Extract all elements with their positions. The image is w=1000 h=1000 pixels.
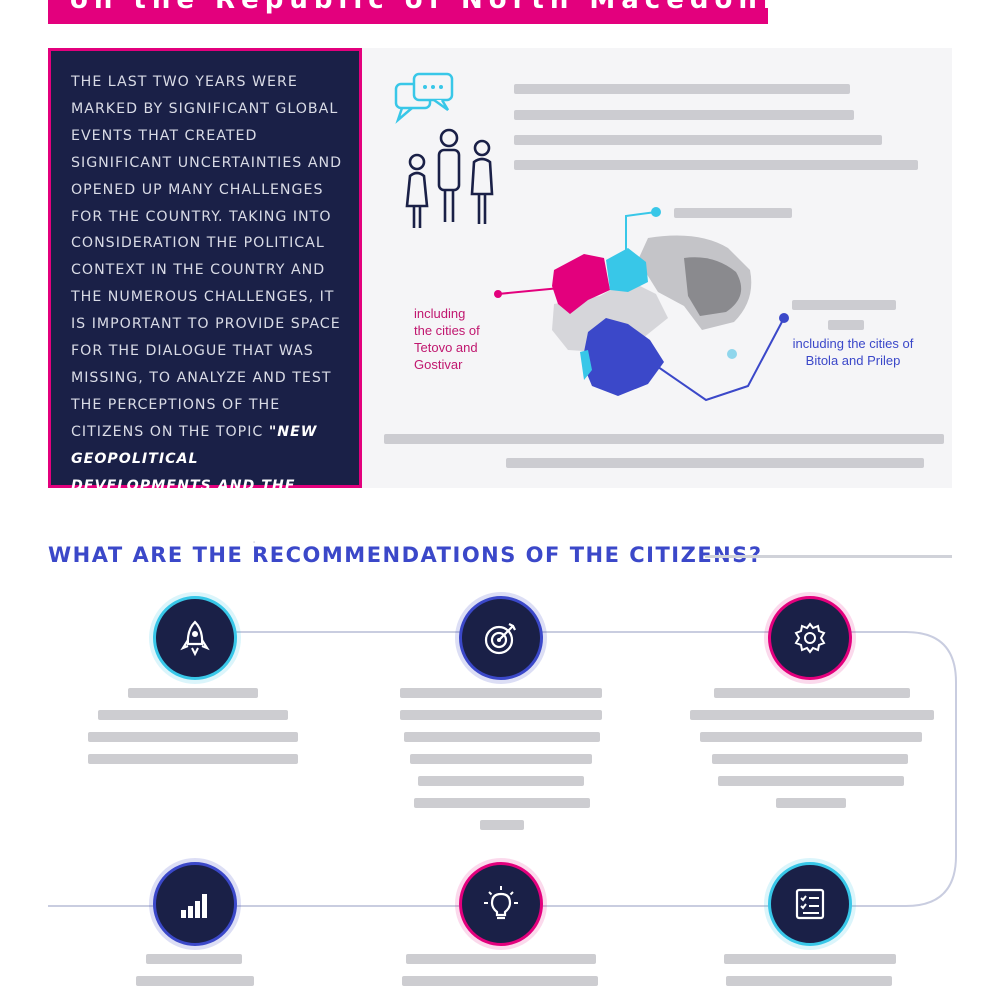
north-macedonia-map: [494, 207, 789, 402]
blurred-text-line: [514, 110, 854, 120]
callout-south: including the cities of Bitola and Prile…: [792, 336, 914, 368]
blurred-text-line: [384, 434, 944, 444]
blurred-text-line: [506, 458, 924, 468]
blurred-text-line: [418, 776, 584, 786]
blurred-text-line: [726, 976, 892, 986]
recommendation-node-3: [768, 596, 852, 680]
intro-text-main: THE LAST TWO YEARS WERE MARKED BY SIGNIF…: [71, 74, 343, 440]
lightbulb-icon: [484, 886, 518, 920]
blurred-text-line: [400, 710, 602, 720]
blurred-text-line: [776, 798, 846, 808]
intro-panel: THE LAST TWO YEARS WERE MARKED BY SIGNIF…: [48, 48, 362, 547]
intro-text: THE LAST TWO YEARS WERE MARKED BY SIGNIF…: [71, 69, 345, 553]
header-banner: on the Republic of North Macedonia: [48, 0, 795, 24]
blurred-text-line: [480, 820, 524, 830]
checklist-icon: [795, 888, 825, 920]
blurred-text-line: [400, 688, 602, 698]
blurred-text-line: [404, 732, 600, 742]
blurred-text-line: [136, 976, 254, 986]
people-icon: [405, 128, 494, 228]
callout-line-south: [647, 317, 785, 402]
recommendation-node-2: [459, 596, 543, 680]
blurred-text-line: [414, 798, 590, 808]
recommendation-node-5: [459, 862, 543, 946]
rocket-icon: [180, 620, 210, 657]
blurred-text-line: [146, 954, 242, 964]
recommendations-title: WHAT ARE THE RECOMMENDATIONS OF THE CITI…: [48, 543, 763, 567]
blurred-text-line: [724, 954, 896, 964]
blurred-text-line: [128, 688, 258, 698]
blurred-text-line: [690, 710, 934, 720]
target-icon: [484, 623, 516, 655]
blurred-text-line: [406, 954, 596, 964]
blurred-text-line: [712, 754, 908, 764]
blurred-text-line: [792, 300, 896, 310]
blurred-text-line: [828, 320, 864, 330]
blurred-text-line: [714, 688, 910, 698]
blurred-text-line: [88, 732, 298, 742]
recommendation-node-4: [153, 862, 237, 946]
blurred-text-line: [514, 160, 918, 170]
bar-chart-icon: [181, 894, 207, 918]
blurred-text-line: [514, 135, 882, 145]
blurred-text-line: [88, 754, 298, 764]
callout-line-north: [625, 211, 657, 252]
blurred-text-line: [700, 732, 922, 742]
blurred-text-line: [402, 976, 598, 986]
intro-text-emphasis: "NEW GEOPOLITICAL DEVELOPMENTS AND THE I…: [71, 423, 330, 548]
blurred-text-line: [98, 710, 288, 720]
recommendation-node-6: [768, 862, 852, 946]
intro-text-end: .: [251, 531, 258, 548]
blurred-text-line: [410, 754, 592, 764]
blurred-text-line: [674, 208, 792, 218]
heading-rule: [705, 555, 952, 558]
gear-icon: [794, 622, 826, 654]
callout-west: including the cities of Tetovo and Gosti…: [414, 306, 480, 372]
banner-title: on the Republic of North Macedonia: [70, 0, 802, 15]
recommendation-node-1: [153, 596, 237, 680]
chat-bubbles-icon: [394, 72, 454, 124]
blurred-text-line: [718, 776, 904, 786]
blurred-text-line: [514, 84, 850, 94]
